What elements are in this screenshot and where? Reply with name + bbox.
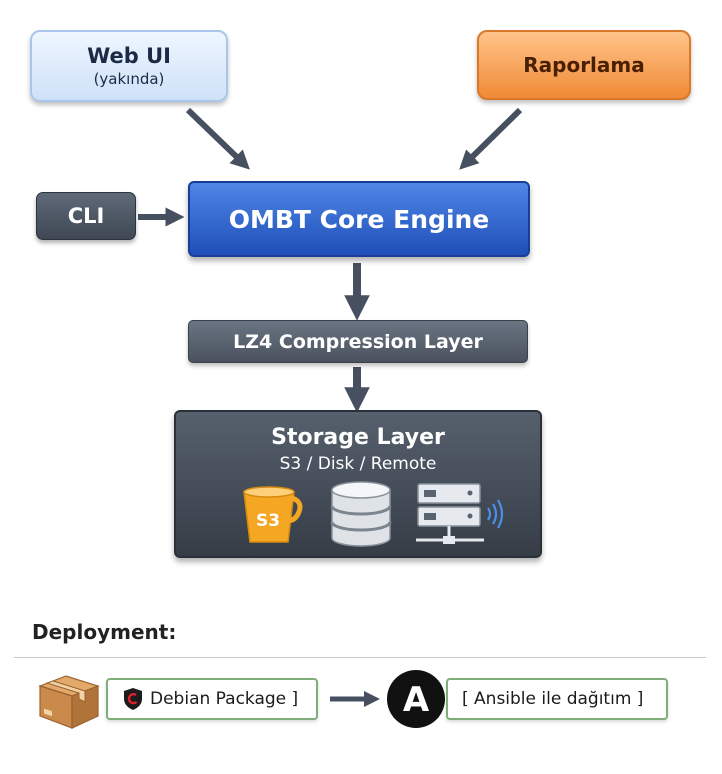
- cli-label: CLI: [67, 204, 105, 228]
- debian-package-label: Debian Package ]: [150, 689, 299, 709]
- core-engine-label: OMBT Core Engine: [228, 204, 490, 234]
- divider: [14, 657, 706, 658]
- ansible-deploy-label: [ Ansible ile dağıtım ]: [462, 689, 644, 709]
- storage-subtitle: S3 / Disk / Remote: [279, 454, 437, 474]
- debian-package-box: Debian Package ]: [106, 678, 318, 720]
- ansible-logo-letter: A: [403, 680, 430, 720]
- database-icon: [330, 481, 392, 547]
- webui-box: Web UI (yakında): [30, 30, 228, 102]
- compression-layer-label: LZ4 Compression Layer: [233, 330, 483, 353]
- cli-box: CLI: [36, 192, 136, 240]
- reporting-box: Raporlama: [477, 30, 691, 100]
- arrow-reporting-to-core: [459, 107, 523, 170]
- arrow-webui-to-core: [185, 107, 250, 170]
- deployment-title: Deployment:: [32, 620, 177, 644]
- package-box-icon: [38, 675, 100, 729]
- ansible-logo-icon: A: [387, 670, 445, 728]
- core-engine-box: OMBT Core Engine: [188, 181, 530, 257]
- s3-bucket-icon: S3: [243, 486, 303, 543]
- s3-icon-label: S3: [256, 511, 280, 531]
- webui-subtitle: (yakında): [93, 70, 165, 88]
- webui-title: Web UI: [87, 44, 171, 68]
- server-rack-icon: [416, 483, 504, 544]
- debian-shield-icon: [124, 688, 142, 710]
- reporting-label: Raporlama: [523, 53, 645, 77]
- storage-title: Storage Layer: [271, 425, 445, 450]
- compression-layer-box: LZ4 Compression Layer: [188, 320, 528, 363]
- ansible-deploy-box: [ Ansible ile dağıtım ]: [446, 678, 668, 720]
